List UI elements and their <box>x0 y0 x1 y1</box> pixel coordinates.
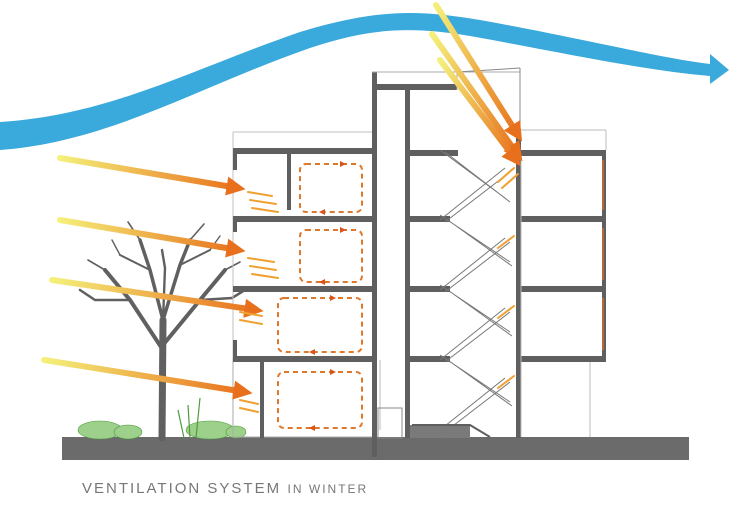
wind-arrow-icon <box>0 12 729 150</box>
sun-ray-icon <box>41 155 264 400</box>
building-right-outline <box>520 129 607 437</box>
tree-icon <box>78 221 247 442</box>
facade-windows-right <box>602 160 604 350</box>
skylight-frame <box>456 67 521 130</box>
shrub-icon <box>77 397 247 440</box>
circulation-loop-floor-3 <box>299 229 363 283</box>
caption-main: VENTILATION SYSTEM <box>82 480 282 497</box>
circulation-arrowheads <box>309 161 346 431</box>
basement-pit <box>410 425 470 438</box>
circulation-loop-floor-4 <box>299 163 363 213</box>
floor-slabs-right <box>410 130 606 438</box>
sun-ray-skylight-icon <box>429 2 523 167</box>
building-left-block <box>232 131 374 438</box>
air-circulation-loops <box>277 163 363 429</box>
caption-sub: IN WINTER <box>287 482 369 496</box>
heat-dashes <box>239 167 519 413</box>
floor-slabs-left <box>233 148 373 438</box>
circulation-loop-floor-2 <box>277 297 363 353</box>
diagram-caption: VENTILATION SYSTEM IN WINTER <box>82 480 368 498</box>
stair-icon <box>412 149 513 438</box>
circulation-loop-floor-1 <box>277 371 363 429</box>
